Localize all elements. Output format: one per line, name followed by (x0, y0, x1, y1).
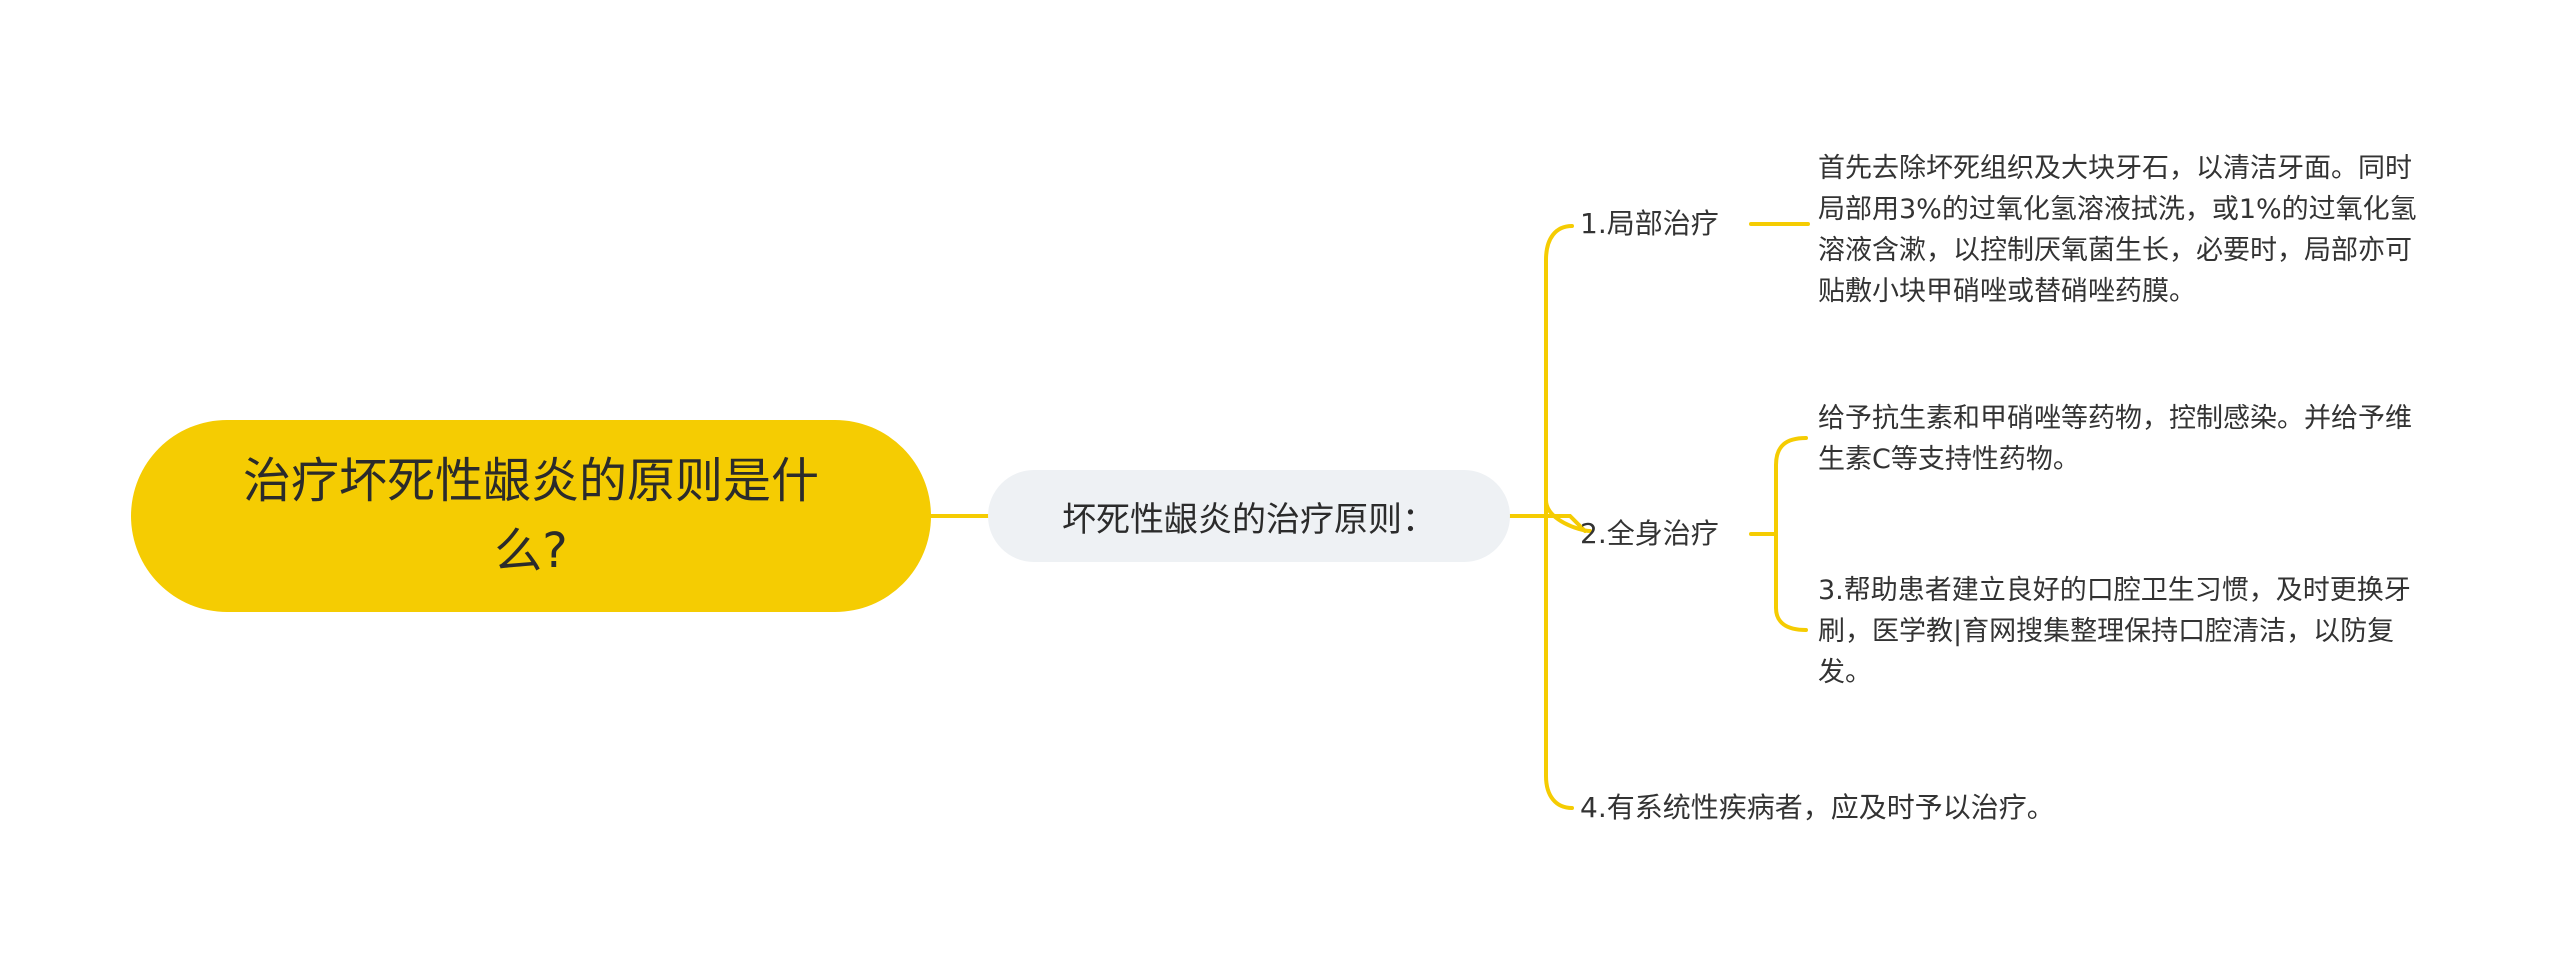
leaf-local-treatment-detail[interactable]: 首先去除坏死组织及大块牙石，以清洁牙面。同时局部用3%的过氧化氢溶液拭洗，或1%… (1818, 153, 2417, 307)
topic-node[interactable]: 坏死性龈炎的治疗原则： (988, 470, 1510, 562)
topic-to-branch-2-line (1508, 514, 1587, 533)
branch-bracket-line (1544, 224, 1592, 810)
root-title: 治疗坏死性龈炎的原则是什么? (242, 453, 819, 579)
leaf-oral-hygiene-detail[interactable]: 3.帮助患者建立良好的口腔卫生习惯，及时更换牙刷，医学教|育网搜集整理保持口腔清… (1818, 575, 2411, 688)
topic-label: 坏死性龈炎的治疗原则： (1062, 499, 1436, 540)
branch-systemic-disease[interactable]: 4.有系统性疾病者，应及时予以治疗。 (1580, 791, 2055, 824)
branch-systemic-treatment[interactable]: 2.全身治疗 (1580, 517, 1719, 550)
leaf-antibiotics-detail[interactable]: 给予抗生素和甲硝唑等药物，控制感染。并给予维生素C等支持性药物。 (1818, 403, 2412, 475)
leaf-bracket-line (1774, 436, 1808, 632)
root-node[interactable]: 治疗坏死性龈炎的原则是什么? (131, 420, 931, 612)
branch-local-treatment[interactable]: 1.局部治疗 (1580, 207, 1719, 240)
